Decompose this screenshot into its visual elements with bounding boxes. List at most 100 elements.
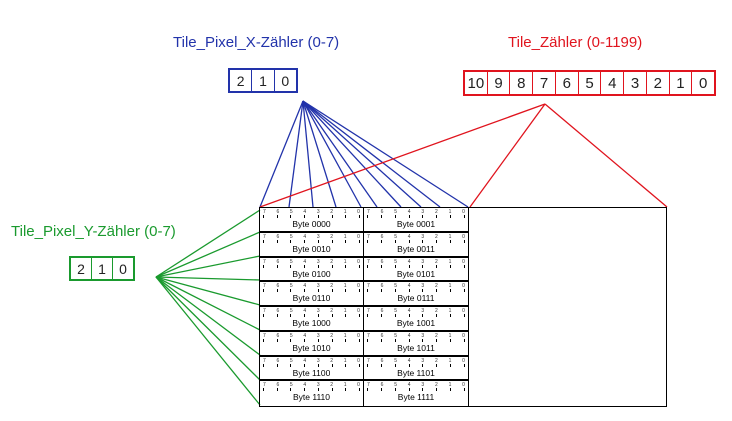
bit-tick [317, 363, 319, 367]
bit-ticks [263, 314, 360, 317]
bit-tick [422, 363, 424, 367]
bit-number: 3 [421, 233, 425, 240]
bit-number: 6 [276, 233, 280, 240]
bit-number: 7 [263, 258, 266, 265]
bit-tick [263, 388, 264, 392]
bit-number: 2 [330, 233, 334, 240]
bit-ticks [263, 289, 360, 293]
bit-tick [463, 239, 465, 243]
bit-ticks [263, 338, 360, 342]
bit-tick [263, 264, 264, 268]
bit-number: 6 [380, 357, 384, 364]
byte-label: Byte 1100 [292, 367, 331, 378]
bit-number: 1 [343, 308, 347, 314]
bit-tick [367, 314, 368, 317]
bit-tick [380, 388, 382, 392]
bit-number: 4 [303, 382, 307, 389]
bit-tick [380, 239, 382, 243]
bit-number: 5 [394, 332, 397, 339]
bit-number: 5 [289, 233, 293, 240]
bit-number: 2 [434, 332, 438, 339]
bit-number: 2 [434, 258, 438, 265]
bit-number: 0 [462, 233, 465, 240]
bit-ticks [367, 338, 465, 342]
bit-ticks [367, 289, 465, 293]
byte-label: Byte 1101 [397, 367, 435, 378]
y-bit-cell: 1 [92, 258, 113, 279]
bit-number: 3 [316, 233, 320, 240]
bit-number: 3 [316, 332, 320, 339]
bit-number: 3 [316, 382, 320, 389]
bit-number: 6 [380, 332, 384, 339]
bit-number: 7 [367, 258, 370, 265]
bit-tick [331, 264, 333, 268]
bit-number: 2 [434, 209, 438, 215]
bit-tick [367, 289, 368, 293]
bit-number: 2 [330, 332, 334, 339]
bit-number: 4 [407, 357, 411, 364]
bit-number: 7 [263, 332, 266, 339]
bit-number: 2 [330, 357, 334, 364]
tile-counter-label: Tile_Zähler (0-1199) [508, 34, 643, 51]
bit-tick [358, 215, 360, 218]
bit-number: 1 [343, 209, 347, 215]
bit-number: 7 [367, 357, 370, 364]
bit-tick [304, 215, 306, 218]
bit-tick [380, 314, 382, 317]
bit-tick [394, 363, 396, 367]
bit-tick [408, 239, 410, 243]
bit-number: 5 [289, 332, 293, 339]
bit-tick [394, 264, 396, 268]
bit-tick [463, 289, 465, 293]
y-connector-line [155, 276, 261, 406]
bit-tick [463, 338, 465, 342]
bit-tick [345, 264, 347, 268]
bit-tick [450, 388, 452, 392]
bit-tick [304, 314, 306, 317]
next-tile-box [469, 207, 667, 407]
bit-ticks [367, 215, 465, 218]
bit-tick [408, 264, 410, 268]
bit-tick [345, 388, 347, 392]
x-connector-line [302, 100, 422, 208]
bit-tick [367, 264, 368, 268]
bit-number: 5 [394, 382, 397, 389]
bit-number: 7 [367, 233, 370, 240]
bit-tick [358, 338, 360, 342]
bit-tick [290, 314, 292, 317]
bit-number: 2 [434, 382, 438, 389]
bit-tick [317, 289, 319, 293]
bit-tick [345, 215, 347, 218]
bit-number: 6 [276, 209, 280, 215]
bit-number: 3 [421, 283, 425, 290]
x-connector-line [302, 100, 314, 208]
bit-tick [263, 215, 264, 218]
bit-number: 5 [289, 357, 293, 364]
bit-tick [345, 289, 347, 293]
x-connector-line [288, 100, 304, 208]
bit-number: 1 [343, 357, 347, 364]
y-bit-cell: 0 [119, 260, 127, 277]
bit-number: 3 [421, 357, 425, 364]
x-connector-line [302, 100, 362, 208]
bit-number: 5 [289, 258, 293, 265]
bit-ticks [263, 239, 360, 243]
bit-tick [304, 239, 306, 243]
bit-number: 0 [462, 382, 465, 389]
bit-tick [263, 338, 264, 342]
bit-tick [331, 363, 333, 367]
bit-number: 7 [263, 308, 266, 314]
bit-number: 3 [421, 209, 425, 215]
bit-number: 1 [343, 332, 347, 339]
bit-tick [304, 289, 306, 293]
bit-number: 7 [367, 382, 370, 389]
bit-tick [394, 215, 396, 218]
